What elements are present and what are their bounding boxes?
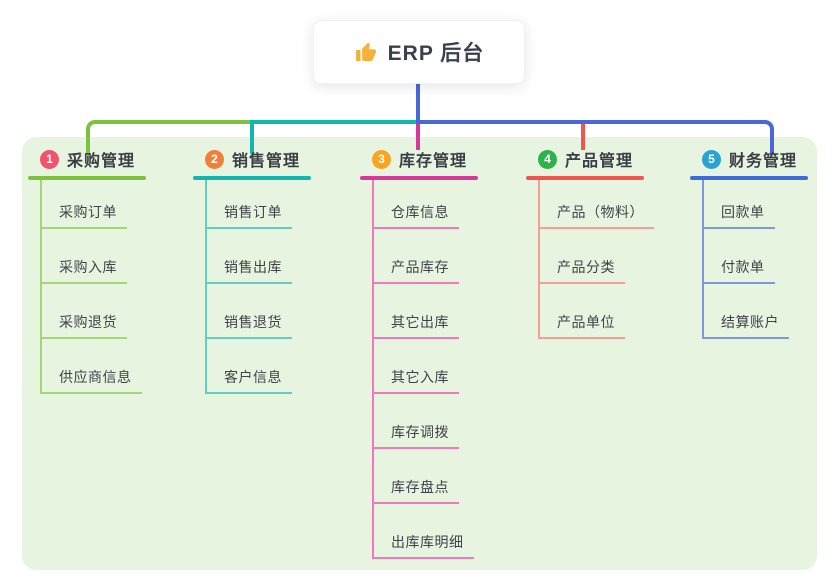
- child-node[interactable]: 其它入库: [374, 339, 474, 394]
- branch-1: 1 采购管理采购订单采购入库采购退货供应商信息: [28, 148, 198, 394]
- child-node[interactable]: 付款单: [704, 229, 789, 284]
- child-node-label: 库存盘点: [374, 477, 459, 504]
- branch-underline: [193, 176, 311, 180]
- branch-3: 3 库存管理仓库信息产品库存其它出库其它入库库存调拨库存盘点出库库明细: [360, 148, 530, 559]
- child-node-label: 结算账户: [704, 312, 789, 339]
- child-node-label: 付款单: [704, 257, 775, 284]
- child-node-label: 销售退货: [207, 312, 292, 339]
- child-node-label: 销售订单: [207, 202, 292, 229]
- child-node[interactable]: 采购退货: [42, 284, 142, 339]
- child-node[interactable]: 产品（物料）: [540, 180, 654, 229]
- branch-number-badge: 2: [205, 149, 224, 169]
- child-node[interactable]: 结算账户: [704, 284, 789, 339]
- child-node-label: 采购订单: [42, 202, 127, 229]
- child-node-label: 其它出库: [374, 312, 459, 339]
- child-node[interactable]: 销售退货: [207, 284, 292, 339]
- child-node-label: 采购入库: [42, 257, 127, 284]
- child-node[interactable]: 回款单: [704, 180, 789, 229]
- root-title: ERP 后台: [387, 42, 485, 65]
- branch-4: 4 产品管理产品（物料） 产品分类产品单位: [526, 148, 696, 339]
- child-node-label: 采购退货: [42, 312, 127, 339]
- branch-underline: [526, 176, 644, 180]
- child-node[interactable]: 库存盘点: [374, 449, 474, 504]
- child-node[interactable]: 出库库明细: [374, 504, 474, 559]
- child-node[interactable]: 产品库存: [374, 229, 474, 284]
- child-node[interactable]: 供应商信息: [42, 339, 142, 394]
- child-node-label: 产品库存: [374, 257, 459, 284]
- thumbs-up-icon: [354, 40, 378, 64]
- branch-number-badge: 5: [702, 149, 721, 169]
- child-node-label: 回款单: [704, 202, 775, 229]
- child-node-label: 其它入库: [374, 367, 459, 394]
- child-node[interactable]: 采购入库: [42, 229, 142, 284]
- branch-2: 2 销售管理销售订单销售出库销售退货客户信息: [193, 148, 363, 394]
- child-node[interactable]: 客户信息: [207, 339, 292, 394]
- connector-root-vertical: [416, 81, 420, 124]
- connector-branch5: [418, 120, 774, 154]
- branch-node[interactable]: 1 采购管理: [40, 148, 198, 170]
- child-node-label: 产品分类: [540, 257, 625, 284]
- branch-5: 5 财务管理回款单付款单结算账户: [690, 148, 839, 339]
- child-node-label: 出库库明细: [374, 532, 474, 559]
- child-node[interactable]: 采购订单: [42, 180, 142, 229]
- branch-number-badge: 1: [40, 149, 59, 169]
- branch-title: 库存管理: [399, 153, 468, 170]
- branch-underline: [690, 176, 808, 180]
- child-node-label: 产品（物料）: [540, 202, 654, 229]
- connector-branch4-drop: [581, 124, 585, 150]
- branch-children: 销售订单销售出库销售退货客户信息: [205, 180, 292, 394]
- child-node-label: 客户信息: [207, 367, 292, 394]
- child-node-label: 库存调拨: [374, 422, 459, 449]
- connector-branch3-drop: [416, 124, 420, 150]
- child-node-label: 供应商信息: [42, 367, 142, 394]
- branch-title: 销售管理: [232, 153, 301, 170]
- branch-title: 产品管理: [565, 153, 634, 170]
- branch-children: 仓库信息产品库存其它出库其它入库库存调拨库存盘点出库库明细: [372, 180, 474, 559]
- branch-underline: [28, 176, 146, 180]
- child-node[interactable]: 产品单位: [540, 284, 654, 339]
- branch-number-badge: 4: [538, 149, 557, 169]
- child-node-label: 产品单位: [540, 312, 625, 339]
- branch-title: 财务管理: [729, 153, 798, 170]
- child-node-label: 仓库信息: [374, 202, 459, 229]
- child-node[interactable]: 销售订单: [207, 180, 292, 229]
- mindmap-panel: [22, 137, 817, 570]
- root-node[interactable]: ERP 后台: [313, 20, 525, 84]
- child-node[interactable]: 产品分类: [540, 229, 654, 284]
- child-node[interactable]: 其它出库: [374, 284, 474, 339]
- branch-node[interactable]: 4 产品管理: [538, 148, 696, 170]
- branch-node[interactable]: 2 销售管理: [205, 148, 363, 170]
- branch-children: 回款单付款单结算账户: [702, 180, 789, 339]
- connector-branch2: [250, 120, 422, 154]
- child-node[interactable]: 库存调拨: [374, 394, 474, 449]
- branch-node[interactable]: 3 库存管理: [372, 148, 530, 170]
- child-node-label: 销售出库: [207, 257, 292, 284]
- branch-title: 采购管理: [67, 153, 136, 170]
- child-node[interactable]: 销售出库: [207, 229, 292, 284]
- branch-children: 采购订单采购入库采购退货供应商信息: [40, 180, 142, 394]
- child-node[interactable]: 仓库信息: [374, 180, 474, 229]
- branch-children: 产品（物料） 产品分类产品单位: [538, 180, 654, 339]
- connector-branch1: [86, 120, 254, 154]
- branch-node[interactable]: 5 财务管理: [702, 148, 839, 170]
- branch-underline: [360, 176, 478, 180]
- branch-number-badge: 3: [372, 149, 391, 169]
